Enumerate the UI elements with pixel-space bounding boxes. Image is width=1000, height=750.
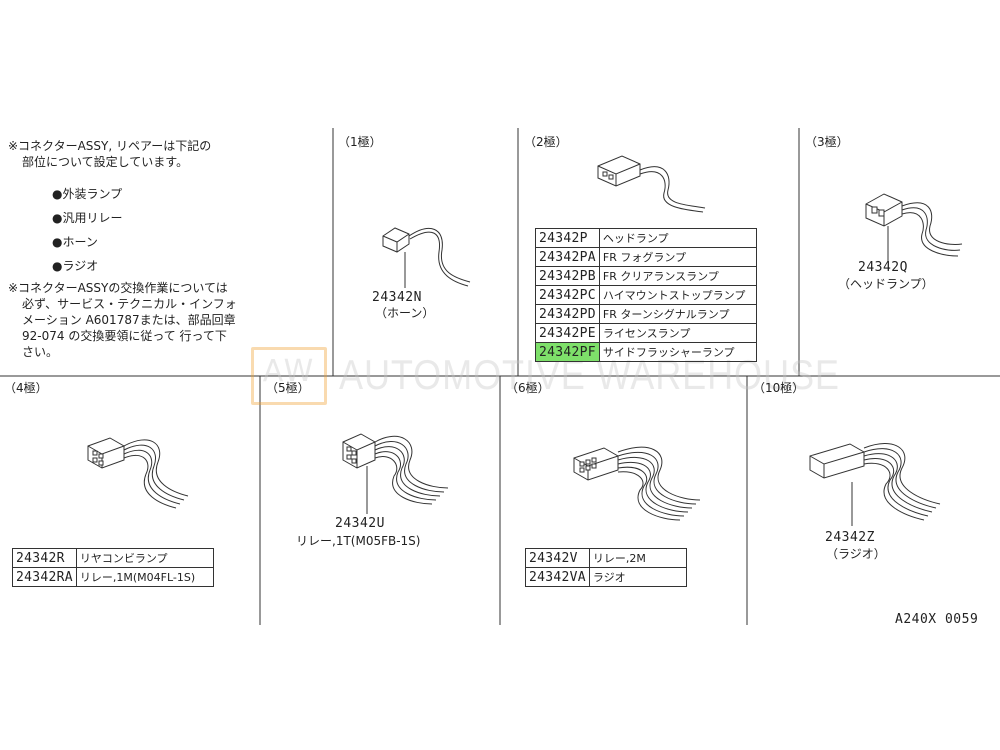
- note-line-2: 部位について設定しています。: [22, 155, 189, 169]
- panel-3pole-heading: （3極）: [805, 135, 849, 149]
- part-name-cell: リレー,2M: [588, 548, 687, 568]
- part-name-cell: リレー,1M(M04FL-1S): [75, 567, 214, 587]
- note-line-7: さい。: [22, 345, 59, 359]
- part-desc-horn: （ホーン）: [375, 306, 435, 320]
- panel-1pole-heading: （1極）: [338, 135, 382, 149]
- part-name-cell: ライセンスランプ: [598, 323, 757, 343]
- connector-1pole-drawing: [382, 227, 471, 288]
- part-name-cell: ヘッドランプ: [598, 228, 757, 248]
- part-name-cell: リヤコンビランプ: [75, 548, 214, 568]
- connector-3pole-drawing: [865, 193, 963, 262]
- part-name-cell: FR クリアランスランプ: [598, 266, 757, 286]
- part-number-cell: 24342PD: [535, 304, 600, 324]
- panel-2pole-heading: （2極）: [524, 135, 568, 149]
- part-number-24342N: 24342N: [372, 290, 422, 305]
- part-number-cell: 24342PC: [535, 285, 600, 305]
- part-number-cell-highlighted[interactable]: 24342PF: [535, 342, 600, 362]
- panel-6pole-heading: （6極）: [506, 381, 550, 395]
- part-number-24342Q: 24342Q: [858, 260, 908, 275]
- panel-5pole-heading: （5極）: [266, 381, 310, 395]
- part-number-24342Z: 24342Z: [825, 530, 875, 545]
- part-number-cell: 24342VA: [525, 567, 590, 587]
- bullet-horn: ●ホーン: [52, 235, 98, 249]
- connector-4pole-drawing: [87, 437, 189, 509]
- part-number-cell: 24342PA: [535, 247, 600, 267]
- bullet-exterior-lamp: ●外装ランプ: [52, 187, 123, 201]
- panel-10pole-heading: （10極）: [753, 381, 805, 395]
- part-number-cell: 24342RA: [12, 567, 77, 587]
- part-name-cell: ラジオ: [588, 567, 687, 587]
- part-number-cell: 24342PE: [535, 323, 600, 343]
- panel-4pole-heading: （4極）: [4, 381, 48, 395]
- bullet-general-relay: ●汎用リレー: [52, 211, 123, 225]
- note-line-6: 92-074 の交換要領に従って 行って下: [22, 329, 227, 343]
- part-desc-radio: （ラジオ）: [826, 547, 886, 561]
- diagram-code: A240X 0059: [895, 612, 979, 627]
- connector-5pole-drawing: [342, 433, 449, 514]
- part-name-cell: サイドフラッシャーランプ: [598, 342, 757, 362]
- part-number-24342U: 24342U: [335, 516, 385, 531]
- part-desc-headlamp: （ヘッドランプ）: [838, 277, 934, 291]
- note-line-1: ※コネクターASSY, リペアーは下記の: [8, 139, 212, 153]
- part-desc-relay-1t: リレー,1T(M05FB-1S): [296, 534, 421, 548]
- part-number-cell: 24342PB: [535, 266, 600, 286]
- part-name-cell: FR ターンシグナルランプ: [598, 304, 757, 324]
- connector-2pole-drawing: [597, 155, 706, 213]
- note-line-4: 必ず、サービス・テクニカル・インフォ: [22, 297, 237, 311]
- note-line-3: ※コネクターASSYの交換作業については: [8, 281, 228, 295]
- part-number-cell: 24342R: [12, 548, 77, 568]
- part-name-cell: ハイマウントストップランプ: [598, 285, 757, 305]
- part-name-cell: FR フォグランプ: [598, 247, 757, 267]
- connector-6pole-drawing: [573, 446, 701, 521]
- bullet-radio: ●ラジオ: [52, 259, 99, 273]
- part-number-cell: 24342P: [535, 228, 600, 248]
- part-number-cell: 24342V: [525, 548, 590, 568]
- note-line-5: メーション A601787または、部品回章: [22, 313, 236, 327]
- connector-10pole-drawing: [809, 443, 941, 526]
